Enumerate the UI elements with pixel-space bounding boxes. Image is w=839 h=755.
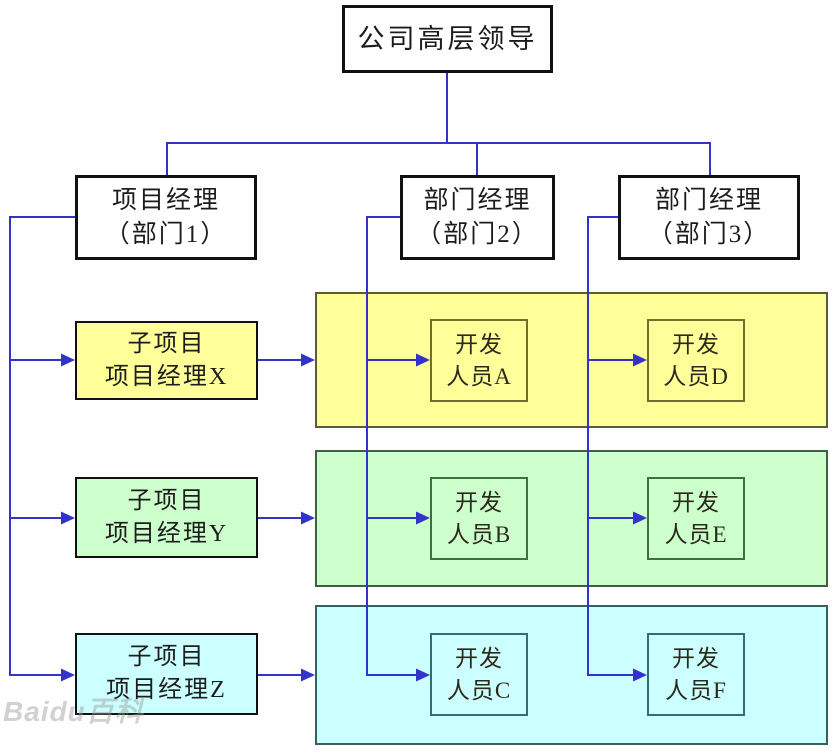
top-leader-label: 公司高层领导: [357, 24, 538, 54]
dev-f-line2: 人员F: [665, 677, 727, 703]
subproject-z-line2: 项目经理Z: [106, 677, 227, 703]
dev-f-line1: 开发: [672, 645, 720, 671]
dev-box-e: 开发 人员E: [647, 477, 745, 560]
top-leader-box: 公司高层领导: [342, 5, 553, 73]
arrowhead: [301, 668, 315, 682]
arrowhead: [416, 353, 430, 367]
arrowhead: [61, 511, 75, 525]
subproject-box-z: 子项目 项目经理Z: [75, 633, 258, 715]
arrowhead: [633, 353, 647, 367]
arrowhead: [61, 668, 75, 682]
subproject-y-line1: 子项目: [127, 487, 206, 514]
arrowhead: [301, 511, 315, 525]
dev-c-line1: 开发: [455, 645, 503, 671]
manager-dept2-line2: （部门2）: [416, 220, 539, 248]
arrowhead: [633, 511, 647, 525]
manager-dept2-line1: 部门经理: [423, 186, 532, 214]
dev-e-line2: 人员E: [664, 521, 728, 547]
manager-dept1-line2: （部门1）: [104, 220, 228, 248]
subproject-x-line2: 项目经理X: [104, 363, 229, 390]
connector-dept3-spine: [587, 216, 633, 676]
subproject-y-line2: 项目经理Y: [104, 520, 229, 547]
dev-d-line2: 人员D: [663, 363, 729, 389]
arrowhead: [416, 511, 430, 525]
dev-b-line1: 开发: [455, 489, 503, 515]
manager-dept3-line1: 部门经理: [654, 186, 763, 214]
manager-dept1-line1: 项目经理: [111, 186, 220, 214]
dev-box-c: 开发 人员C: [430, 633, 528, 716]
arrowhead: [633, 668, 647, 682]
dev-e-line1: 开发: [672, 489, 720, 515]
manager-box-dept1: 项目经理 （部门1）: [75, 175, 257, 260]
dev-box-d: 开发 人员D: [647, 319, 745, 402]
subproject-box-y: 子项目 项目经理Y: [75, 477, 258, 558]
subproject-x-line1: 子项目: [127, 330, 206, 357]
baidu-watermark: Baidu百科: [3, 696, 144, 727]
dev-b-line2: 人员B: [446, 521, 512, 547]
subproject-z-line1: 子项目: [127, 644, 206, 670]
dev-c-line2: 人员C: [446, 677, 512, 703]
subproject-box-x: 子项目 项目经理X: [75, 321, 258, 400]
manager-box-dept3: 部门经理 （部门3）: [618, 175, 800, 260]
manager-dept3-line2: （部门3）: [647, 220, 771, 248]
dev-box-f: 开发 人员F: [647, 633, 745, 716]
manager-box-dept2: 部门经理 （部门2）: [400, 175, 555, 260]
dev-d-line1: 开发: [672, 331, 720, 357]
connector-left-spine: [9, 216, 76, 676]
arrowhead: [301, 353, 315, 367]
connector-dept2-spine: [366, 216, 416, 676]
dev-box-a: 开发 人员A: [430, 319, 528, 402]
dev-a-line1: 开发: [455, 331, 503, 357]
arrowhead: [416, 668, 430, 682]
arrowhead: [61, 353, 75, 367]
dev-a-line2: 人员A: [446, 363, 512, 389]
dev-box-b: 开发 人员B: [430, 477, 528, 560]
